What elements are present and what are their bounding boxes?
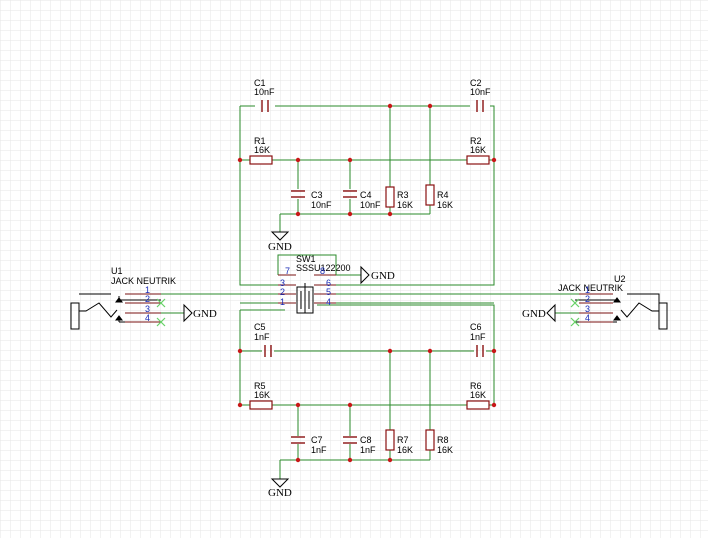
r8-value: 16K xyxy=(437,445,453,455)
r1-ref: R1 xyxy=(254,136,266,146)
capacitor-c6[interactable]: C6 1nF xyxy=(470,322,486,357)
junctions-bottom xyxy=(237,348,497,463)
resistor-r1[interactable]: R1 16K xyxy=(249,136,273,165)
resistor-r2[interactable]: R2 16K xyxy=(466,136,490,165)
c3-ref: C3 xyxy=(311,190,323,200)
c5-value: 1nF xyxy=(254,332,270,342)
c1-value: 10nF xyxy=(254,87,275,97)
u2-ref: U2 xyxy=(614,274,626,284)
u1-ref: U1 xyxy=(111,266,123,276)
top-filter-network: C1 10nF C2 10nF R1 16K R2 16K C3 10nF xyxy=(237,78,497,286)
sw1-pin-7: 7 xyxy=(285,266,290,276)
r7-value: 16K xyxy=(397,445,413,455)
gnd-label-switch: GND xyxy=(371,270,395,282)
capacitor-c3[interactable]: C3 10nF xyxy=(291,190,332,210)
sw1-pin-1: 1 xyxy=(280,297,285,307)
u2-pin-4: 4 xyxy=(585,313,590,323)
resistor-r7[interactable]: R7 16K xyxy=(385,429,413,455)
resistor-r6[interactable]: R6 16K xyxy=(466,381,490,410)
c5-ref: C5 xyxy=(254,322,266,332)
sw1-pin-8: 8 xyxy=(320,266,325,276)
c2-ref: C2 xyxy=(470,78,482,88)
sw1-ref: SW1 xyxy=(296,254,316,264)
gnd-symbol-bottom: GND xyxy=(268,478,292,499)
gnd-symbol-switch: GND xyxy=(360,265,395,285)
jack-u2[interactable]: U2 JACK NEUTRIK 1 2 3 4 GND xyxy=(522,274,668,330)
c4-ref: C4 xyxy=(360,190,372,200)
gnd-symbol-top: GND xyxy=(268,231,292,253)
r5-ref: R5 xyxy=(254,381,266,391)
r6-ref: R6 xyxy=(470,381,482,391)
sw1-pin-2: 2 xyxy=(280,287,285,297)
r8-ref: R8 xyxy=(437,435,449,445)
capacitor-c5[interactable]: C5 1nF xyxy=(254,322,272,357)
capacitor-c4[interactable]: C4 10nF xyxy=(343,190,381,210)
resistor-r8[interactable]: R8 16K xyxy=(425,429,453,455)
resistor-r4[interactable]: R4 16K xyxy=(425,184,453,210)
resistor-r5[interactable]: R5 16K xyxy=(249,381,273,410)
u2-pin-2: 2 xyxy=(585,294,590,304)
c3-value: 10nF xyxy=(311,200,332,210)
sw1-pin-6: 6 xyxy=(326,278,331,288)
u2-pin-3: 3 xyxy=(585,304,590,314)
gnd-label-u1: GND xyxy=(193,308,217,320)
capacitor-c8[interactable]: C8 1nF xyxy=(343,435,376,455)
u2-value: JACK NEUTRIK xyxy=(558,283,623,293)
c2-value: 10nF xyxy=(470,87,491,97)
no-connect-icon xyxy=(570,298,580,327)
u1-pin-2: 2 xyxy=(145,294,150,304)
c7-value: 1nF xyxy=(311,445,327,455)
sw1-pin-3: 3 xyxy=(280,278,285,288)
c6-value: 1nF xyxy=(470,332,486,342)
c8-ref: C8 xyxy=(360,435,372,445)
junctions-top xyxy=(237,103,497,217)
r7-ref: R7 xyxy=(397,435,409,445)
r4-value: 16K xyxy=(437,200,453,210)
r5-value: 16K xyxy=(254,390,270,400)
r2-value: 16K xyxy=(470,145,486,155)
r3-ref: R3 xyxy=(397,190,409,200)
bottom-filter-network: C5 1nF C6 1nF R5 16K R6 16K C7 1nF xyxy=(237,304,497,499)
c1-ref: C1 xyxy=(254,78,266,88)
jack-u1[interactable]: U1 JACK NEUTRIK 1 2 3 4 GND xyxy=(70,266,217,330)
capacitor-c2[interactable]: C2 10nF xyxy=(470,78,491,112)
u1-value: JACK NEUTRIK xyxy=(111,276,176,286)
resistor-r3[interactable]: R3 16K xyxy=(385,186,413,210)
c8-value: 1nF xyxy=(360,445,376,455)
r1-value: 16K xyxy=(254,145,270,155)
r4-ref: R4 xyxy=(437,190,449,200)
no-connect-icon xyxy=(156,298,166,327)
r3-value: 16K xyxy=(397,200,413,210)
gnd-symbol-u1: GND xyxy=(183,303,217,323)
sw1-pin-4: 4 xyxy=(326,297,331,307)
sw1-value: SSSU122200 xyxy=(296,263,351,273)
u2-pin-1: 1 xyxy=(585,285,590,295)
capacitor-c7[interactable]: C7 1nF xyxy=(291,435,327,455)
r6-value: 16K xyxy=(470,390,486,400)
u1-pin-3: 3 xyxy=(145,304,150,314)
gnd-label-u2: GND xyxy=(522,308,546,320)
gnd-symbol-u2: GND xyxy=(522,303,556,323)
c6-ref: C6 xyxy=(470,322,482,332)
capacitor-c1[interactable]: C1 10nF xyxy=(254,78,275,112)
sw1-pin-5: 5 xyxy=(326,287,331,297)
gnd-label-bottom: GND xyxy=(268,487,292,499)
u1-pin-4: 4 xyxy=(145,313,150,323)
c7-ref: C7 xyxy=(311,435,323,445)
r2-ref: R2 xyxy=(470,136,482,146)
c4-value: 10nF xyxy=(360,200,381,210)
switch-sw1[interactable]: SW1 SSSU122200 7 3 2 1 8 6 5 4 GND xyxy=(277,254,395,314)
u1-pin-1: 1 xyxy=(145,285,150,295)
gnd-label-top: GND xyxy=(268,241,292,253)
